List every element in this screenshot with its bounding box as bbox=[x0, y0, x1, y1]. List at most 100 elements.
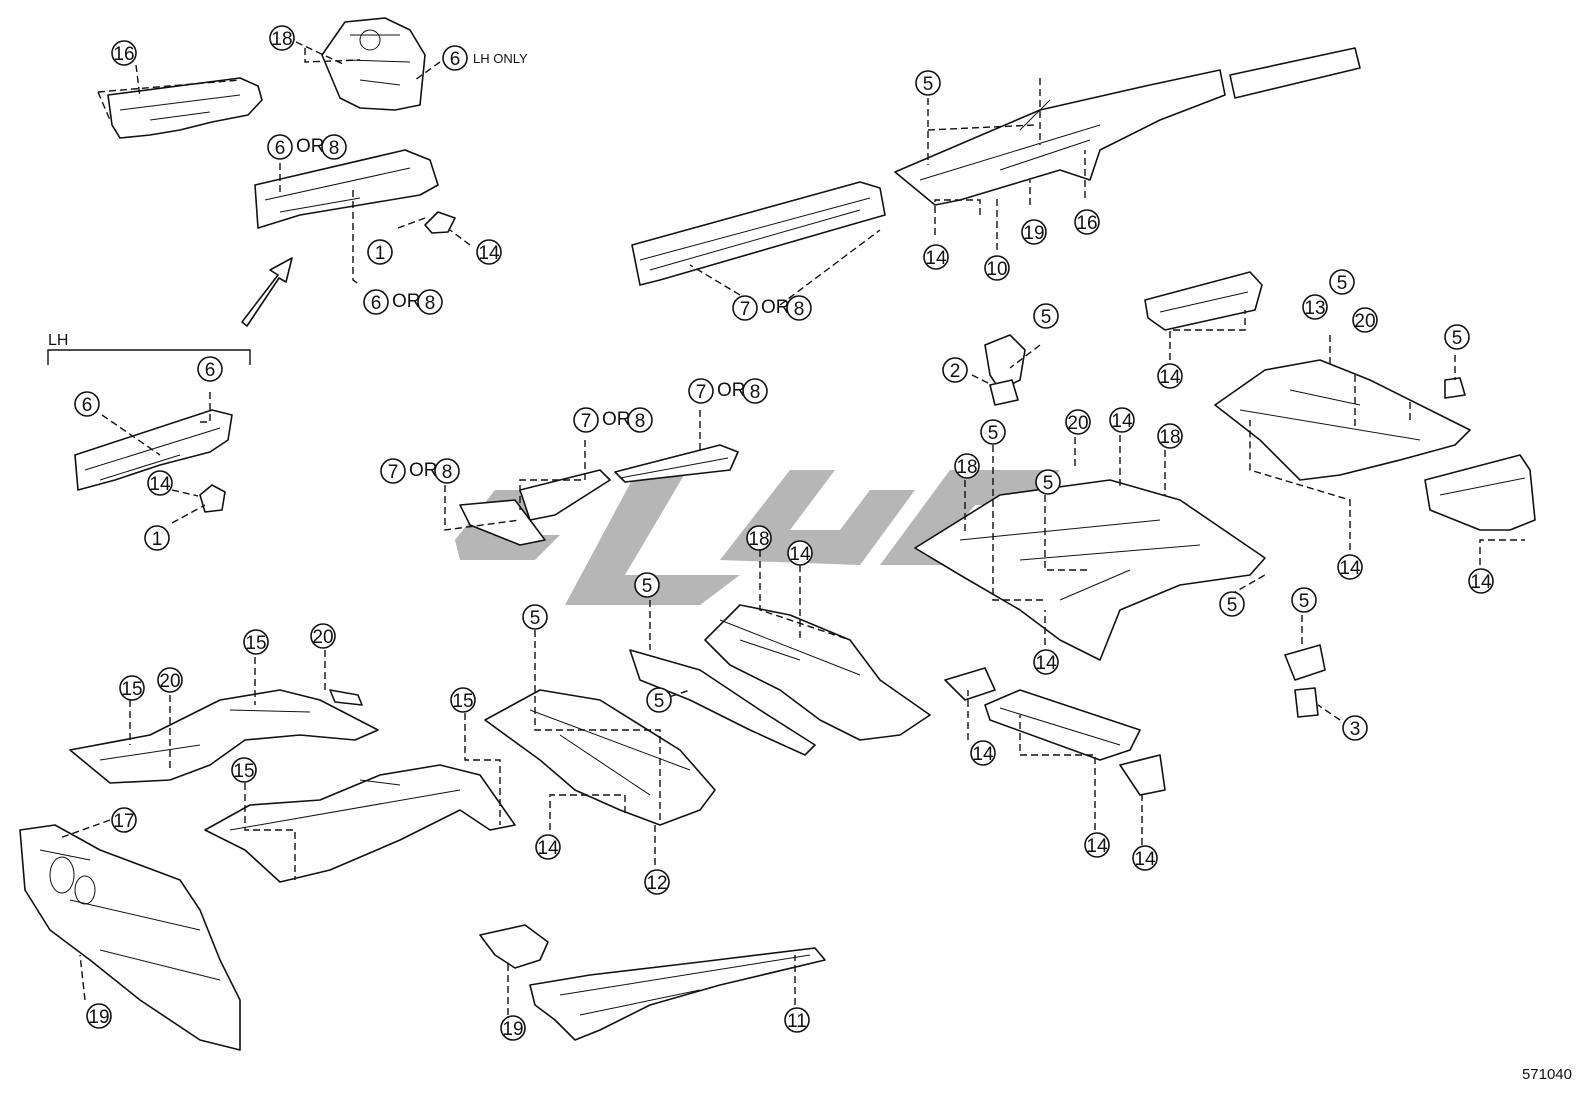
svg-text:5: 5 bbox=[530, 608, 541, 629]
callout-15: 15 bbox=[119, 675, 145, 701]
part-small-bracket-3 bbox=[1284, 644, 1326, 718]
svg-text:20: 20 bbox=[1354, 311, 1375, 332]
svg-text:5: 5 bbox=[1043, 473, 1054, 494]
part-dash-panel bbox=[19, 824, 241, 1051]
part-rear-crossmember-lower bbox=[1424, 454, 1536, 531]
callout-16: 16 bbox=[1074, 209, 1100, 235]
callout-8: 8 bbox=[627, 407, 653, 433]
svg-text:14: 14 bbox=[925, 248, 947, 269]
svg-text:5: 5 bbox=[642, 576, 653, 597]
svg-text:12: 12 bbox=[646, 873, 667, 894]
svg-text:5: 5 bbox=[923, 74, 934, 95]
callout-5: 5 bbox=[1444, 324, 1470, 350]
svg-text:18: 18 bbox=[271, 29, 292, 50]
callout-5: 5 bbox=[1219, 591, 1245, 617]
leader-lines bbox=[59, 41, 1525, 1015]
svg-text:14: 14 bbox=[972, 744, 994, 765]
direction-arrow bbox=[241, 257, 293, 327]
part-rear-floor-extension bbox=[1214, 359, 1471, 481]
callout-7: 7 bbox=[573, 407, 599, 433]
svg-text:14: 14 bbox=[1111, 411, 1133, 432]
svg-text:17: 17 bbox=[113, 811, 134, 832]
svg-text:15: 15 bbox=[233, 761, 254, 782]
part-front-floor-pan bbox=[484, 649, 816, 826]
callout-14: 14 bbox=[1337, 554, 1363, 580]
part-rear-floor-pan bbox=[914, 479, 1266, 661]
part-rear-crossmember-upper bbox=[1144, 271, 1263, 331]
svg-text:2: 2 bbox=[950, 361, 961, 382]
callout-12: 12 bbox=[644, 869, 670, 895]
callout-15: 15 bbox=[231, 757, 257, 783]
svg-text:14: 14 bbox=[1035, 653, 1057, 674]
part-rocker-panel bbox=[631, 181, 886, 286]
callout-14: 14 bbox=[476, 239, 502, 265]
or-text: OR bbox=[761, 297, 790, 318]
svg-text:14: 14 bbox=[1339, 558, 1361, 579]
callout-20: 20 bbox=[1065, 409, 1091, 435]
svg-text:14: 14 bbox=[537, 838, 559, 859]
svg-text:18: 18 bbox=[956, 457, 977, 478]
callout-15: 15 bbox=[243, 629, 269, 655]
svg-text:1: 1 bbox=[152, 529, 163, 550]
svg-text:19: 19 bbox=[502, 1019, 523, 1040]
callout-5: 5 bbox=[1033, 303, 1059, 329]
callout-8: 8 bbox=[786, 295, 812, 321]
callout-10: 10 bbox=[984, 255, 1010, 281]
svg-text:14: 14 bbox=[1470, 572, 1492, 593]
callout-5: 5 bbox=[1329, 269, 1355, 295]
svg-text:8: 8 bbox=[750, 382, 761, 403]
callout-1: 1 bbox=[367, 239, 393, 265]
svg-text:18: 18 bbox=[748, 529, 769, 550]
callout-7: 7 bbox=[688, 378, 714, 404]
callout-19: 19 bbox=[500, 1015, 526, 1041]
svg-text:19: 19 bbox=[1023, 223, 1044, 244]
svg-text:7: 7 bbox=[581, 411, 592, 432]
part-apron-tower bbox=[321, 17, 426, 111]
svg-text:16: 16 bbox=[113, 44, 134, 65]
svg-text:15: 15 bbox=[121, 679, 142, 700]
part-small-bracket-2 bbox=[984, 334, 1026, 406]
callout-6: 6 bbox=[267, 134, 293, 160]
or-text: OR bbox=[602, 409, 631, 430]
callout-15: 15 bbox=[450, 687, 476, 713]
svg-text:16: 16 bbox=[1076, 213, 1097, 234]
callout-14: 14 bbox=[1033, 649, 1059, 675]
callout-16: 16 bbox=[111, 40, 137, 66]
callout-5: 5 bbox=[980, 419, 1006, 445]
callout-6: 6 bbox=[442, 45, 468, 71]
callout-14: 14 bbox=[923, 244, 949, 270]
part-center-crossmember bbox=[944, 667, 1166, 796]
callout-14: 14 bbox=[1468, 568, 1494, 594]
svg-text:5: 5 bbox=[1299, 591, 1310, 612]
svg-text:8: 8 bbox=[635, 411, 646, 432]
callout-7: 7 bbox=[380, 458, 406, 484]
svg-text:7: 7 bbox=[740, 299, 751, 320]
callout-14: 14 bbox=[1132, 845, 1158, 871]
svg-text:5: 5 bbox=[1227, 595, 1238, 616]
callout-14: 14 bbox=[1084, 832, 1110, 858]
svg-text:8: 8 bbox=[329, 138, 340, 159]
callout-20: 20 bbox=[157, 667, 183, 693]
svg-text:LH: LH bbox=[48, 332, 68, 349]
callout-8: 8 bbox=[417, 289, 443, 315]
callout-20: 20 bbox=[1352, 307, 1378, 333]
callout-13: 13 bbox=[1302, 294, 1328, 320]
svg-text:3: 3 bbox=[1350, 719, 1361, 740]
callout-3: 3 bbox=[1342, 715, 1368, 741]
svg-text:7: 7 bbox=[388, 462, 399, 483]
svg-text:18: 18 bbox=[1159, 427, 1180, 448]
callout-14: 14 bbox=[1109, 407, 1135, 433]
callout-14: 14 bbox=[1157, 363, 1183, 389]
callout-20: 20 bbox=[310, 623, 336, 649]
svg-text:20: 20 bbox=[1067, 413, 1088, 434]
callout-6: 6 bbox=[363, 289, 389, 315]
callout-8: 8 bbox=[321, 134, 347, 160]
svg-text:6: 6 bbox=[275, 138, 286, 159]
svg-text:20: 20 bbox=[312, 627, 333, 648]
svg-text:14: 14 bbox=[1159, 367, 1181, 388]
or-text: OR bbox=[409, 460, 438, 481]
part-front-floor-side bbox=[204, 764, 516, 883]
svg-text:14: 14 bbox=[1086, 836, 1108, 857]
callout-5: 5 bbox=[1035, 469, 1061, 495]
